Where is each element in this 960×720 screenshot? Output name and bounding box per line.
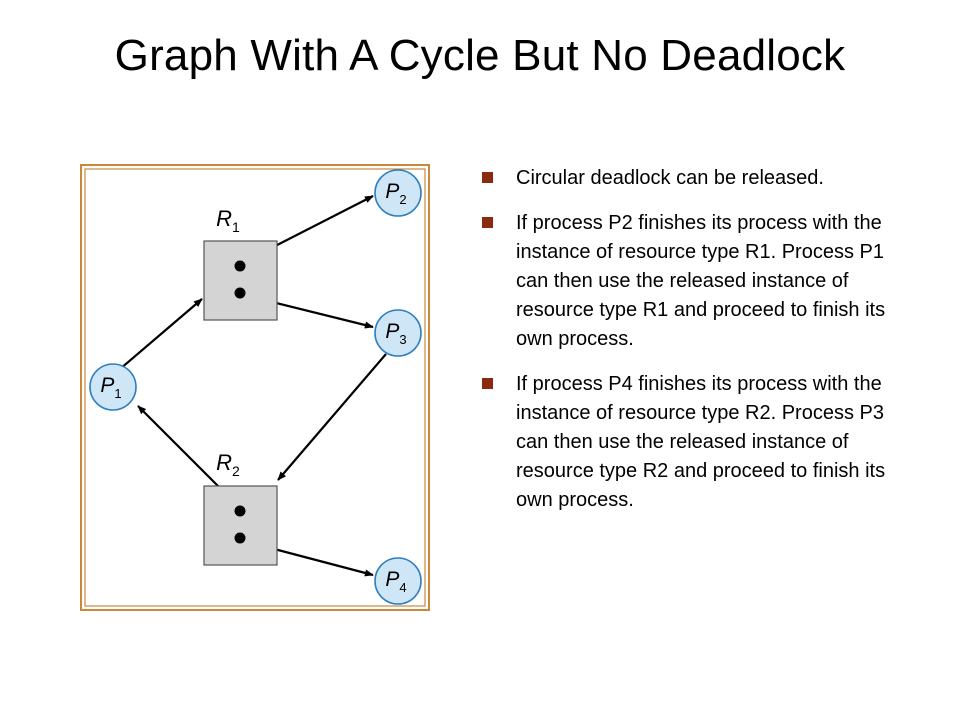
resource-r2-instance-2 xyxy=(234,532,246,544)
bullet-item: If process P4 finishes its process with … xyxy=(482,370,902,515)
resource-r2-box xyxy=(203,485,278,566)
graph-svg: R1 R2 P1 P2 P3 P4 xyxy=(80,164,430,611)
bullet-text: If process P2 finishes its process with … xyxy=(516,212,886,350)
square-bullet-icon xyxy=(482,172,493,183)
resource-r1-instance-1 xyxy=(234,260,246,272)
edge-p1-to-r1 xyxy=(119,298,203,370)
process-p3-label: P3 xyxy=(385,320,406,347)
bullet-item: If process P2 finishes its process with … xyxy=(482,209,902,354)
edge-p3-to-r2 xyxy=(277,353,387,481)
process-p4-node xyxy=(374,557,422,605)
process-p1-node xyxy=(89,363,137,411)
bullet-item: Circular deadlock can be released. xyxy=(482,164,902,193)
process-p3-node xyxy=(374,309,422,357)
process-p4-label: P4 xyxy=(385,568,406,595)
process-p2-label: P2 xyxy=(385,180,406,207)
bullet-text: Circular deadlock can be released. xyxy=(516,167,824,189)
slide-title: Graph With A Cycle But No Deadlock xyxy=(114,31,846,80)
resource-r2-label: R2 xyxy=(216,450,240,479)
resource-r1-box xyxy=(203,240,278,321)
process-p1-label: P1 xyxy=(100,374,121,401)
square-bullet-icon xyxy=(482,378,493,389)
edge-r2-to-p1 xyxy=(137,405,229,497)
resource-r1-instance-2 xyxy=(234,287,246,299)
resource-r1-label: R1 xyxy=(216,206,240,235)
bullet-list: Circular deadlock can be released. If pr… xyxy=(482,164,902,531)
resource-allocation-graph: R1 R2 P1 P2 P3 P4 xyxy=(80,164,430,611)
square-bullet-icon xyxy=(482,217,493,228)
resource-r2-instance-1 xyxy=(234,505,246,517)
bullet-text: If process P4 finishes its process with … xyxy=(516,373,886,511)
process-p2-node xyxy=(374,169,422,217)
